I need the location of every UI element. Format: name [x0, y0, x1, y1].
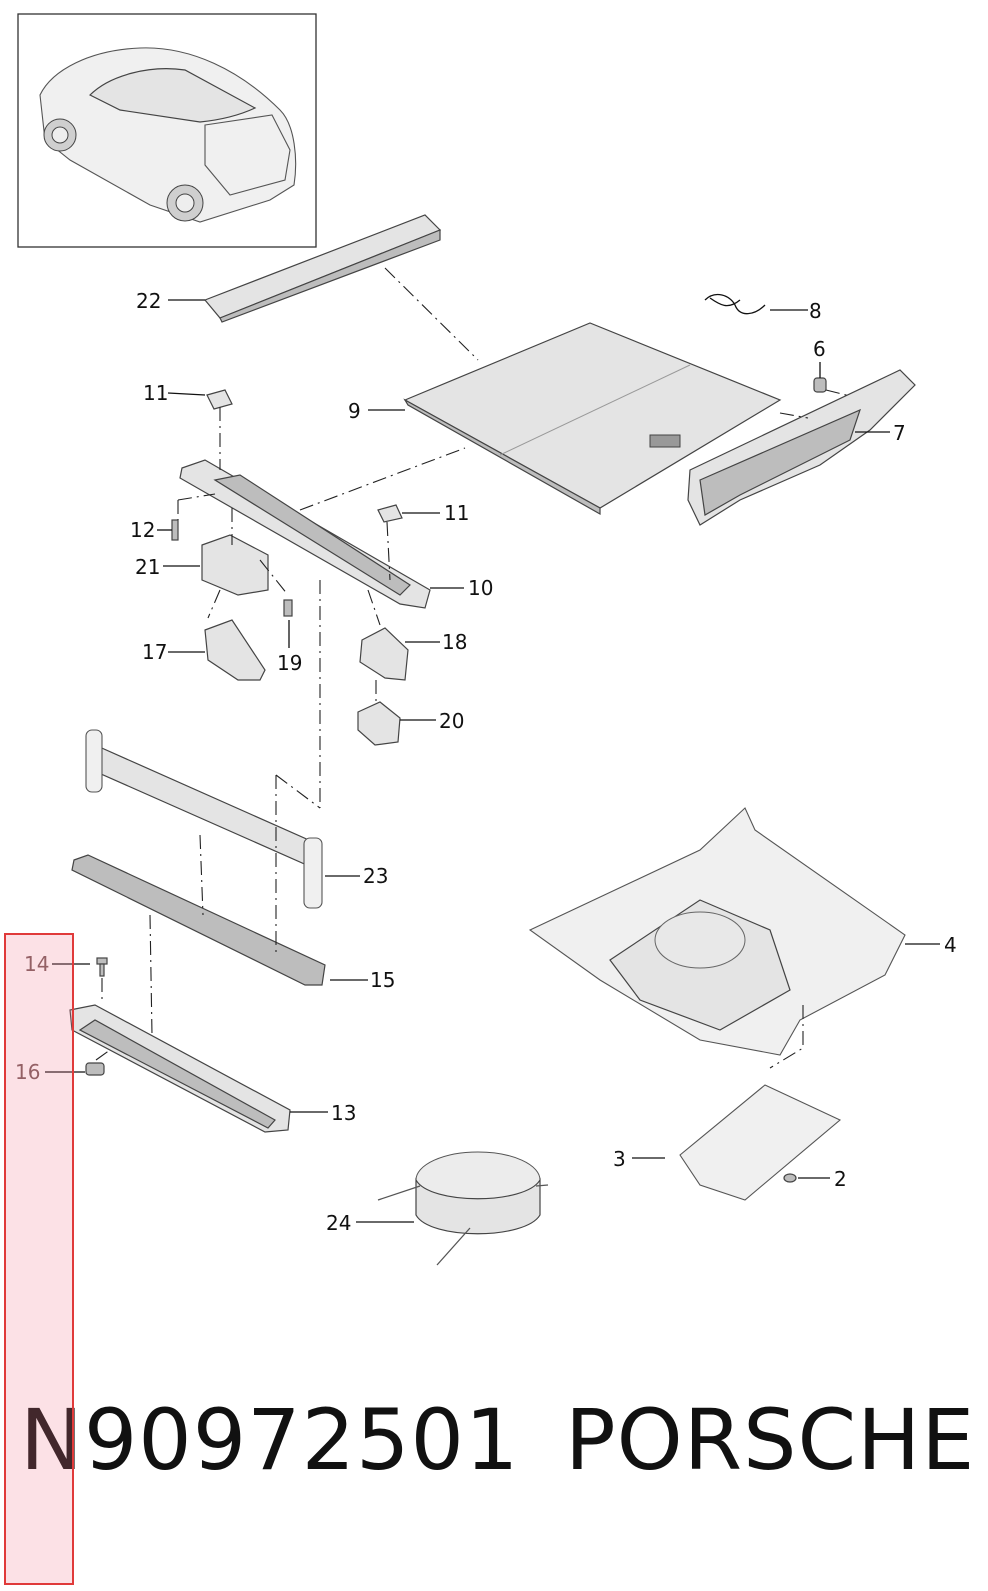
part-18-mount-bracket: [359, 627, 409, 681]
part-15-trim-strip: [71, 854, 326, 986]
callout-labels: 22 8 6 11 9 7 11 12 21 10 18 17 19 20 23…: [15, 289, 957, 1235]
callout-18: 18: [442, 630, 467, 654]
part-11-clip-left: [206, 389, 233, 410]
callout-15: 15: [370, 968, 395, 992]
part-20-holder: [357, 701, 401, 746]
callout-12: 12: [130, 518, 155, 542]
part-17-support-bracket: [204, 619, 266, 681]
callout-17: 17: [142, 640, 167, 664]
callout-16: 16: [15, 1060, 40, 1084]
part-11-clip-right: [377, 504, 403, 523]
callout-11-left: 11: [143, 381, 168, 405]
part-6-clip: [813, 377, 827, 393]
callout-4: 4: [944, 933, 957, 957]
part-8-wiring-clip: [704, 293, 766, 315]
callout-9: 9: [348, 399, 361, 423]
callout-10: 10: [468, 576, 493, 600]
callout-14: 14: [24, 952, 49, 976]
part-19-bolt: [283, 599, 293, 617]
part-16-nut: [85, 1062, 105, 1076]
part-4-floor-pan: [528, 807, 906, 1056]
callout-19: 19: [277, 651, 302, 675]
part-14-screw: [96, 957, 108, 977]
part-7-rear-sill-trim: [687, 369, 916, 526]
callout-21: 21: [135, 555, 160, 579]
callout-8: 8: [809, 299, 822, 323]
brand-label: PORSCHE: [565, 1391, 976, 1489]
assembly-lines: [95, 267, 851, 1069]
part-12-pin: [171, 519, 179, 541]
part-9-luggage-floor-board: [403, 322, 782, 516]
vehicle-overview-inset: [17, 13, 317, 248]
callout-24: 24: [326, 1211, 351, 1235]
part-number-label: N90972501: [20, 1391, 520, 1489]
callout-6: 6: [813, 337, 826, 361]
part-3-cover-panel: [679, 1084, 842, 1201]
callout-23: 23: [363, 864, 388, 888]
callout-2: 2: [834, 1167, 847, 1191]
part-22-rear-cover-bar: [204, 214, 442, 323]
leader-lines: [45, 299, 940, 1223]
callout-3: 3: [613, 1147, 626, 1171]
callout-20: 20: [439, 709, 464, 733]
callout-11-right: 11: [444, 501, 469, 525]
part-10-carrier-rail: [179, 459, 431, 609]
callout-13: 13: [331, 1101, 356, 1125]
part-2-fastener: [783, 1173, 797, 1183]
selection-highlight-box: [4, 933, 74, 1585]
part-23-crossbar: [85, 729, 323, 909]
callout-22: 22: [136, 289, 161, 313]
callout-7: 7: [893, 421, 906, 445]
part-21-bracket: [201, 534, 269, 596]
part-24-tire-repair-kit: [377, 1151, 549, 1266]
